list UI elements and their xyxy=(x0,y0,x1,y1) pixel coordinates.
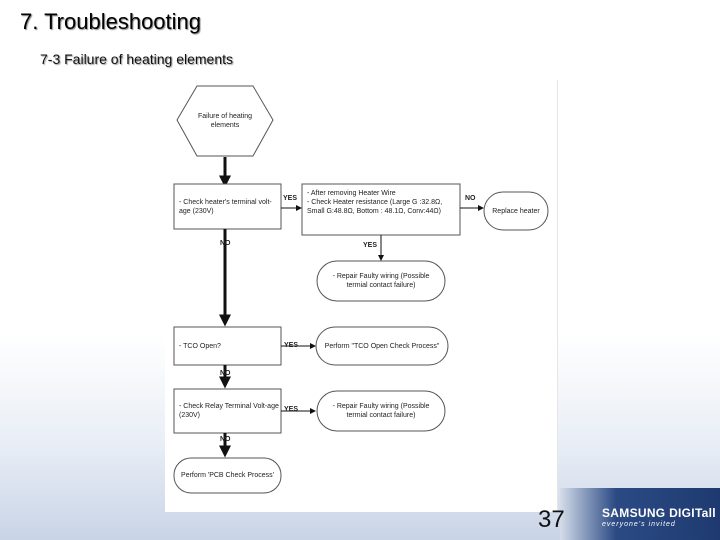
check-relay-node: - Check Relay Terminal Volt-age (230V) xyxy=(179,403,279,419)
yes-label-4: YES xyxy=(284,406,299,413)
check-voltage-node: - Check heater's terminal volt-age (230V… xyxy=(179,198,272,215)
page-title: 7. Troubleshooting xyxy=(20,9,202,34)
footer-band xyxy=(560,488,720,540)
logo-wordmark: SAMSUNG DIGITall xyxy=(602,506,716,520)
resistance-box xyxy=(301,183,461,236)
section-subtitle: 7-3 Failure of heating elements xyxy=(40,51,233,67)
replace-heater-node: Replace heater xyxy=(492,207,540,215)
yes-label-2: YES xyxy=(363,242,378,249)
tco-open-node: - TCO Open? xyxy=(179,342,221,350)
repair-wiring-box-2 xyxy=(316,390,446,432)
perform-tco-box xyxy=(315,326,449,366)
samsung-logo: SAMSUNG DIGITall everyone's invited xyxy=(602,506,716,536)
flowchart: Failure of heating elements - Check heat… xyxy=(165,80,558,512)
repair-wiring-node-2: - Repair Faulty wiring (Possible termial… xyxy=(332,403,430,419)
flowchart-shapes xyxy=(173,85,549,494)
repair-wiring-node-1: - Repair Faulty wiring (Possible termial… xyxy=(332,273,430,289)
repair-wiring-box-1 xyxy=(316,260,446,302)
after-removing-text: - After removing Heater Wire xyxy=(307,190,396,197)
no-label-3: NO xyxy=(220,370,231,377)
page-number: 37 xyxy=(538,506,565,533)
tco-box xyxy=(173,326,282,366)
no-label-1: NO xyxy=(465,195,476,202)
relay-box xyxy=(173,388,282,434)
start-hexagon xyxy=(176,85,274,157)
check-voltage-box xyxy=(173,183,282,230)
check-resistance-text: - Check Heater resistance (Large G :32.8… xyxy=(307,199,443,215)
yes-label-3: YES xyxy=(284,342,299,349)
yes-label-1: YES xyxy=(283,195,298,202)
perform-pcb-box xyxy=(173,457,282,494)
start-node: Failure of heating elements xyxy=(197,113,253,129)
logo-tagline: everyone's invited xyxy=(602,521,676,528)
perform-pcb-node: Perform 'PCB Check Process' xyxy=(181,472,274,479)
no-label-4: NO xyxy=(220,436,231,443)
perform-tco-node: Perform "TCO Open Check Process" xyxy=(324,342,440,350)
replace-heater-box xyxy=(483,191,549,231)
no-label-2: NO xyxy=(220,240,231,247)
